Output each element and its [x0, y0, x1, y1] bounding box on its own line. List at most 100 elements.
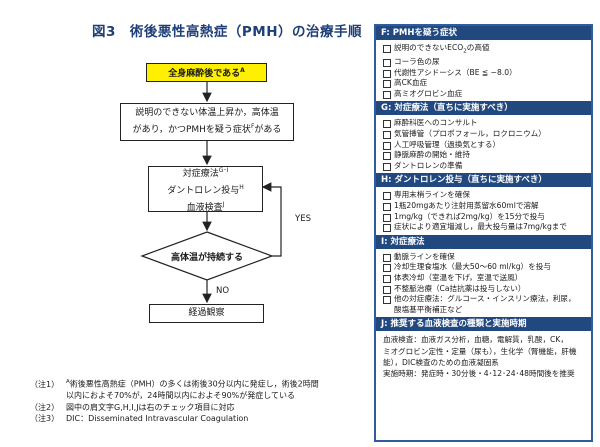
section-f-item-1-co: CO	[451, 43, 464, 52]
checkbox-icon	[383, 285, 391, 294]
footnote-2-text: 図中の肩文字G,H,I,Jは右のチェック項目に対応	[66, 402, 235, 412]
flow-observe-text: 経過観察	[188, 308, 225, 318]
section-g-item-5: ダントロレンの準備	[383, 161, 585, 172]
flow-suspect-line-1: 説明のできない体温上昇か，高体温	[135, 108, 279, 118]
checklist-panel: F: PMHを疑う症状 説明のできないECO2の高値 コーラ色の尿 代謝性アシド…	[374, 24, 593, 442]
section-g-body: 麻酔科医へのコンサルト 気管挿管（プロポフォール，ロクロニウム） 人工呼吸管理（…	[376, 115, 591, 173]
section-j-line-3: 能），DIC検査のための血液凝固系	[383, 357, 499, 367]
section-i-header: I: 対症療法	[376, 234, 591, 249]
flow-treat-sup-gi: G･I	[218, 166, 229, 174]
footnote-1-line-2: 以内におよそ70%が，24時間以内におよそ90%が発症している	[66, 391, 296, 401]
section-g-item-3-text: 人工呼吸管理（過換気とする）	[394, 139, 501, 149]
flow-start-sup: A	[240, 67, 245, 74]
section-g-header: G: 対症療法（直ちに実施すべき）	[376, 101, 591, 116]
flowchart-connectors	[140, 82, 282, 304]
section-f-header: F: PMHを疑う症状	[376, 26, 591, 40]
section-i-item-5-text: 他の対症療法：グルコース・インスリン療法，利尿，	[394, 294, 576, 304]
section-i-item-1-text: 動脈ラインを確保	[394, 251, 455, 261]
flow-observe-box: 経過観察	[149, 304, 264, 323]
checkbox-icon	[383, 213, 391, 222]
section-i-item-3-text: 体表冷却（室温を下げ，室温で送風）	[394, 273, 523, 283]
section-i-item-1: 動脈ラインを確保	[383, 252, 585, 263]
section-f-item-4-text: 高CK血症	[394, 78, 428, 88]
section-f-item-1-text: 説明のできないE	[394, 43, 452, 52]
flow-treat-sup-j: J	[222, 200, 225, 208]
section-g-item-4-text: 静脈麻酔の開始・維持	[394, 150, 470, 160]
footnotes: （注1） A術後悪性高熱症（PMH）の多くは術後30分以内に発症し，術後2時間 以…	[30, 377, 319, 425]
section-j-header: J: 推奨する血液検査の種類と実施時期	[376, 317, 591, 332]
section-f-item-1-sub: 2	[463, 48, 467, 55]
section-f-item-3: 代謝性アシドーシス（BE ≦ −8.0）	[383, 68, 585, 79]
checkbox-icon	[383, 275, 391, 284]
flow-suspect-box: 説明のできない体温上昇か，高体温 があり，かつPMHを疑う症状Fがある	[120, 103, 294, 141]
checkbox-icon	[383, 59, 391, 68]
flow-start-box: 全身麻酔後であるA	[146, 63, 267, 82]
flow-treat-dantrolene: ダントロレン投与	[167, 185, 240, 196]
section-g-item-5-text: ダントロレンの準備	[394, 160, 463, 170]
checkbox-icon	[383, 80, 391, 89]
section-i-item-2: 冷却生理食塩水（最大50～60 ml/kg）を投与	[383, 262, 585, 273]
section-f-item-2: コーラ色の尿	[383, 57, 585, 68]
section-j-line-1: 血液検査：血液ガス分析，血糖，電解質，乳酸，CK，	[383, 335, 568, 345]
footnote-3: （注3） DIC：Disseminated Intravascular Coagu…	[30, 413, 319, 425]
flow-start-text: 全身麻酔後である	[168, 69, 241, 79]
section-f-item-5-text: 高ミオグロビン血症	[394, 88, 463, 98]
section-h-item-2-text: 1瓶20mgあたり注射用蒸留水60mlで溶解	[394, 201, 539, 211]
footnote-1-line-1: （注1） A術後悪性高熱症（PMH）の多くは術後30分以内に発症し，術後2時間	[30, 377, 319, 390]
section-f-item-4: 高CK血症	[383, 78, 585, 89]
footnote-1-text-1: 術後悪性高熱症（PMH）の多くは術後30分以内に発症し，術後2時間	[69, 379, 319, 389]
section-g-item-4: 静脈麻酔の開始・維持	[383, 150, 585, 161]
checkbox-icon	[383, 162, 391, 171]
footnote-3-key: （注3）	[30, 414, 60, 424]
checkbox-icon	[383, 45, 391, 53]
flow-treatment-box: 対症療法G･I ダントロレン投与H 血液検査J	[148, 166, 263, 213]
section-f-item-3-text: 代謝性アシドーシス（BE ≦ −8.0）	[394, 67, 517, 77]
section-i-item-5: 他の対症療法：グルコース・インスリン療法，利尿，	[383, 294, 585, 305]
flow-suspect-line-2: があり，かつPMHを疑う症状	[132, 125, 251, 135]
section-i-item-4: 不整脈治療（Ca拮抗薬は投与しない）	[383, 284, 585, 295]
section-f-item-1-end: の高値	[466, 43, 490, 52]
section-i-item-5-cont: 酸塩基平衡補正など	[383, 305, 585, 316]
section-i-item-2-text: 冷却生理食塩水（最大50～60 ml/kg）を投与	[394, 262, 551, 272]
section-f-item-2-text: コーラ色の尿	[394, 57, 440, 67]
footnote-1-key: （注1）	[30, 379, 60, 389]
section-h-item-3: 1mg/kg（できれば2mg/kg）を15分で投与	[383, 212, 585, 223]
footnote-1-sup: A	[66, 379, 70, 385]
flow-decision-text: 高体温が持続する	[170, 253, 243, 263]
section-i-item-3: 体表冷却（室温を下げ，室温で送風）	[383, 273, 585, 284]
section-i-body: 動脈ラインを確保 冷却生理食塩水（最大50～60 ml/kg）を投与 体表冷却（…	[376, 249, 591, 318]
checkbox-icon	[383, 120, 391, 129]
section-g-item-2-text: 気管挿管（プロポフォール，ロクロニウム）	[394, 129, 546, 139]
section-j-body: 血液検査：血液ガス分析，血糖，電解質，乳酸，CK， ミオグロビン定性・定量（尿も…	[376, 331, 591, 381]
flow-suspect-sup: F	[250, 123, 255, 130]
section-h-item-3-text: 1mg/kg（できれば2mg/kg）を15分で投与	[394, 211, 545, 221]
section-g-item-1-text: 麻酔科医へのコンサルト	[394, 118, 478, 128]
footnote-2: （注2）図中の肩文字G,H,I,Jは右のチェック項目に対応	[30, 402, 319, 414]
checkbox-icon	[383, 224, 391, 233]
flow-treat-sup-h: H	[239, 183, 244, 191]
checkbox-icon	[383, 203, 391, 212]
section-h-body: 専用末梢ラインを確保 1瓶20mgあたり注射用蒸留水60mlで溶解 1mg/kg…	[376, 187, 591, 234]
flow-treat-blood-test: 血液検査	[186, 202, 223, 213]
section-g-item-3: 人工呼吸管理（過換気とする）	[383, 140, 585, 151]
checkbox-icon	[383, 69, 391, 78]
section-i-item-5-cont-text: 酸塩基平衡補正など	[394, 304, 463, 314]
flow-suspect-tail: がある	[254, 125, 282, 135]
section-g-item-2: 気管挿管（プロポフォール，ロクロニウム）	[383, 129, 585, 140]
section-h-item-4: 症状により適宜増減し，最大投与量は7mg/kgまで	[383, 222, 585, 233]
section-j-line-4: 実施時期：発症時・30分後・4･12･24･48時間後を推奨	[383, 369, 575, 378]
section-i-item-4-text: 不整脈治療（Ca拮抗薬は投与しない）	[394, 283, 526, 293]
section-h-item-1: 専用末梢ラインを確保	[383, 190, 585, 201]
flow-treat-symptomatic: 対症療法	[182, 168, 219, 179]
checkbox-icon	[383, 253, 391, 262]
section-g-item-1: 麻酔科医へのコンサルト	[383, 118, 585, 129]
section-h-item-1-text: 専用末梢ラインを確保	[394, 190, 470, 200]
footnote-3-text: DIC：Disseminated Intravascular Coagulati…	[66, 414, 249, 424]
arrow-yes-loop	[261, 182, 282, 257]
flow-yes-label: YES	[295, 214, 311, 224]
checkbox-icon	[383, 192, 391, 201]
checkbox-icon	[383, 90, 391, 99]
section-f-item-5: 高ミオグロビン血症	[383, 89, 585, 100]
section-f-item-1: 説明のできないECO2の高値	[383, 43, 585, 57]
flow-no-label: NO	[216, 286, 230, 296]
